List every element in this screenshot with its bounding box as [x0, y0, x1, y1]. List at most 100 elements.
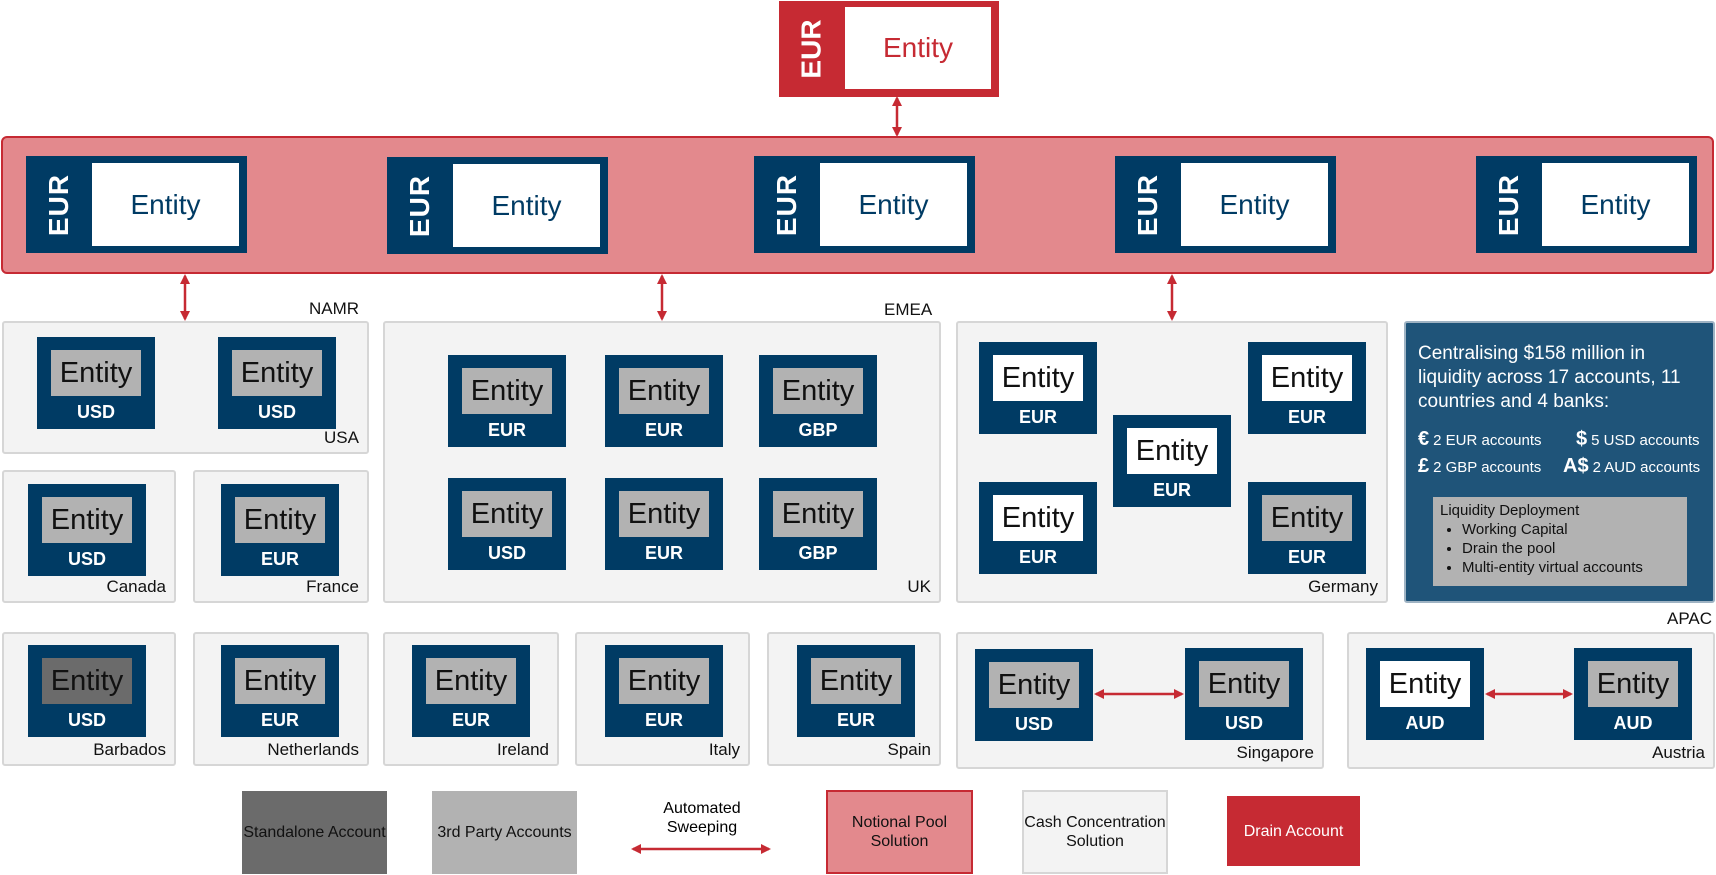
- entity-currency: EUR: [451, 710, 490, 730]
- entity-label: Entity: [1380, 661, 1470, 707]
- entity-account: Entity EUR: [412, 645, 530, 737]
- entity-currency: EUR: [1018, 547, 1057, 567]
- country-label: Austria: [1652, 743, 1705, 762]
- entity-account: Entity GBP: [759, 355, 877, 447]
- entity-account: Entity EUR: [605, 478, 723, 570]
- entity-label: Entity: [232, 350, 322, 396]
- legend-automated-sweeping: Automated Sweeping: [663, 800, 741, 836]
- currency-symbol: £: [1418, 455, 1430, 477]
- entity-label: Entity: [1588, 661, 1678, 707]
- account-count-text: 2 AUD accounts: [1592, 459, 1701, 476]
- country-label: Ireland: [497, 740, 549, 759]
- entity-currency: USD: [1014, 714, 1053, 734]
- entity-label: Entity: [51, 350, 141, 396]
- entity-currency: AUD: [1613, 713, 1653, 733]
- entity-currency: USD: [67, 549, 106, 569]
- entity-label: Entity: [462, 368, 552, 414]
- deployment-list: Working Capital Drain the pool Multi-ent…: [1440, 520, 1680, 577]
- entity-currency: USD: [67, 710, 106, 730]
- entity-currency: AUD: [1405, 713, 1445, 733]
- pool-entity-label: Entity: [1542, 163, 1689, 246]
- entity-label: Entity: [619, 658, 709, 704]
- country-label: Spain: [887, 740, 931, 759]
- pool-entity-label: Entity: [820, 163, 967, 246]
- entity-label: Entity: [1262, 495, 1352, 541]
- account-count-text: 5 USD accounts: [1591, 432, 1700, 449]
- legend-drain-account: Drain Account: [1227, 796, 1360, 866]
- deployment-item: Drain the pool: [1462, 539, 1680, 558]
- entity-account: Entity EUR: [221, 645, 339, 737]
- entity-account: Entity EUR: [797, 645, 915, 737]
- deployment-item: Multi-entity virtual accounts: [1462, 558, 1680, 577]
- region-label-apac: APAC: [1667, 609, 1713, 628]
- account-count: €2 EUR accounts: [1418, 428, 1542, 451]
- country-label: Barbados: [93, 740, 166, 759]
- entity-currency: USD: [487, 543, 526, 563]
- entity-account: Entity USD: [37, 337, 155, 429]
- country-label: Canada: [106, 577, 166, 596]
- pool-entity: EUR Entity: [1476, 156, 1697, 253]
- deployment-title: Liquidity Deployment: [1440, 502, 1580, 519]
- entity-currency: EUR: [260, 710, 299, 730]
- entity-currency: EUR: [487, 420, 526, 440]
- entity-label: Entity: [1127, 428, 1217, 474]
- entity-account: Entity AUD: [1366, 648, 1484, 740]
- entity-currency: EUR: [1287, 407, 1326, 427]
- summary-headline: Centralising $158 million in liquidity a…: [1418, 343, 1681, 412]
- entity-label: Entity: [811, 658, 901, 704]
- entity-label: Entity: [993, 495, 1083, 541]
- entity-currency: EUR: [1152, 480, 1191, 500]
- legend-standalone-account: Standalone Account: [242, 791, 387, 874]
- legend-cash-concentration: Cash Concentration Solution: [1022, 790, 1168, 874]
- entity-account: Entity EUR: [448, 355, 566, 447]
- entity-label: Entity: [235, 497, 325, 543]
- pool-entity: EUR Entity: [387, 157, 608, 254]
- country-label: UK: [907, 577, 931, 596]
- account-count: A$2 AUD accounts: [1563, 455, 1700, 478]
- entity-account: Entity EUR: [605, 645, 723, 737]
- entity-label: Entity: [1199, 661, 1289, 707]
- account-count-text: 2 GBP accounts: [1433, 459, 1542, 476]
- country-label: Singapore: [1236, 743, 1314, 762]
- entity-account: Entity EUR: [1248, 342, 1366, 434]
- pool-entity: EUR Entity: [26, 156, 247, 253]
- entity-label: Entity: [619, 368, 709, 414]
- entity-currency: EUR: [644, 543, 683, 563]
- entity-currency: EUR: [836, 710, 875, 730]
- drain-account-entity: EUR Entity: [779, 1, 999, 97]
- entity-account: Entity USD: [28, 645, 146, 737]
- entity-label: Entity: [993, 355, 1083, 401]
- pool-entity: EUR Entity: [1115, 156, 1336, 253]
- pool-entity-label: Entity: [1181, 163, 1328, 246]
- entity-account: Entity USD: [448, 478, 566, 570]
- entity-account: Entity EUR: [979, 482, 1097, 574]
- entity-label: Entity: [42, 497, 132, 543]
- entity-currency: USD: [257, 402, 296, 422]
- entity-currency: EUR: [1287, 547, 1326, 567]
- country-label: Italy: [708, 740, 740, 759]
- pool-entity-label: Entity: [453, 164, 600, 247]
- entity-account: Entity GBP: [759, 478, 877, 570]
- country-label: USA: [324, 428, 359, 447]
- drain-entity-label: Entity: [845, 7, 991, 89]
- entity-currency: USD: [1224, 713, 1263, 733]
- entity-currency: GBP: [798, 543, 838, 563]
- entity-currency: GBP: [798, 420, 838, 440]
- entity-account: Entity EUR: [1248, 482, 1366, 574]
- liquidity-summary-panel: Centralising $158 million in liquidity a…: [1404, 321, 1715, 603]
- entity-label: Entity: [989, 662, 1079, 708]
- entity-currency: EUR: [1018, 407, 1057, 427]
- liquidity-deployment-box: Liquidity Deployment Working Capital Dra…: [1433, 497, 1687, 586]
- entity-currency: EUR: [260, 549, 299, 569]
- pool-entity: EUR Entity: [754, 156, 975, 253]
- country-label: France: [306, 577, 359, 596]
- pool-entity-label: Entity: [92, 163, 239, 246]
- entity-label: Entity: [1262, 355, 1352, 401]
- deployment-item: Working Capital: [1462, 520, 1680, 539]
- entity-account: Entity EUR: [221, 484, 339, 576]
- entity-label: Entity: [462, 491, 552, 537]
- account-count-text: 2 EUR accounts: [1433, 432, 1542, 449]
- entity-label: Entity: [773, 368, 863, 414]
- entity-currency: USD: [76, 402, 115, 422]
